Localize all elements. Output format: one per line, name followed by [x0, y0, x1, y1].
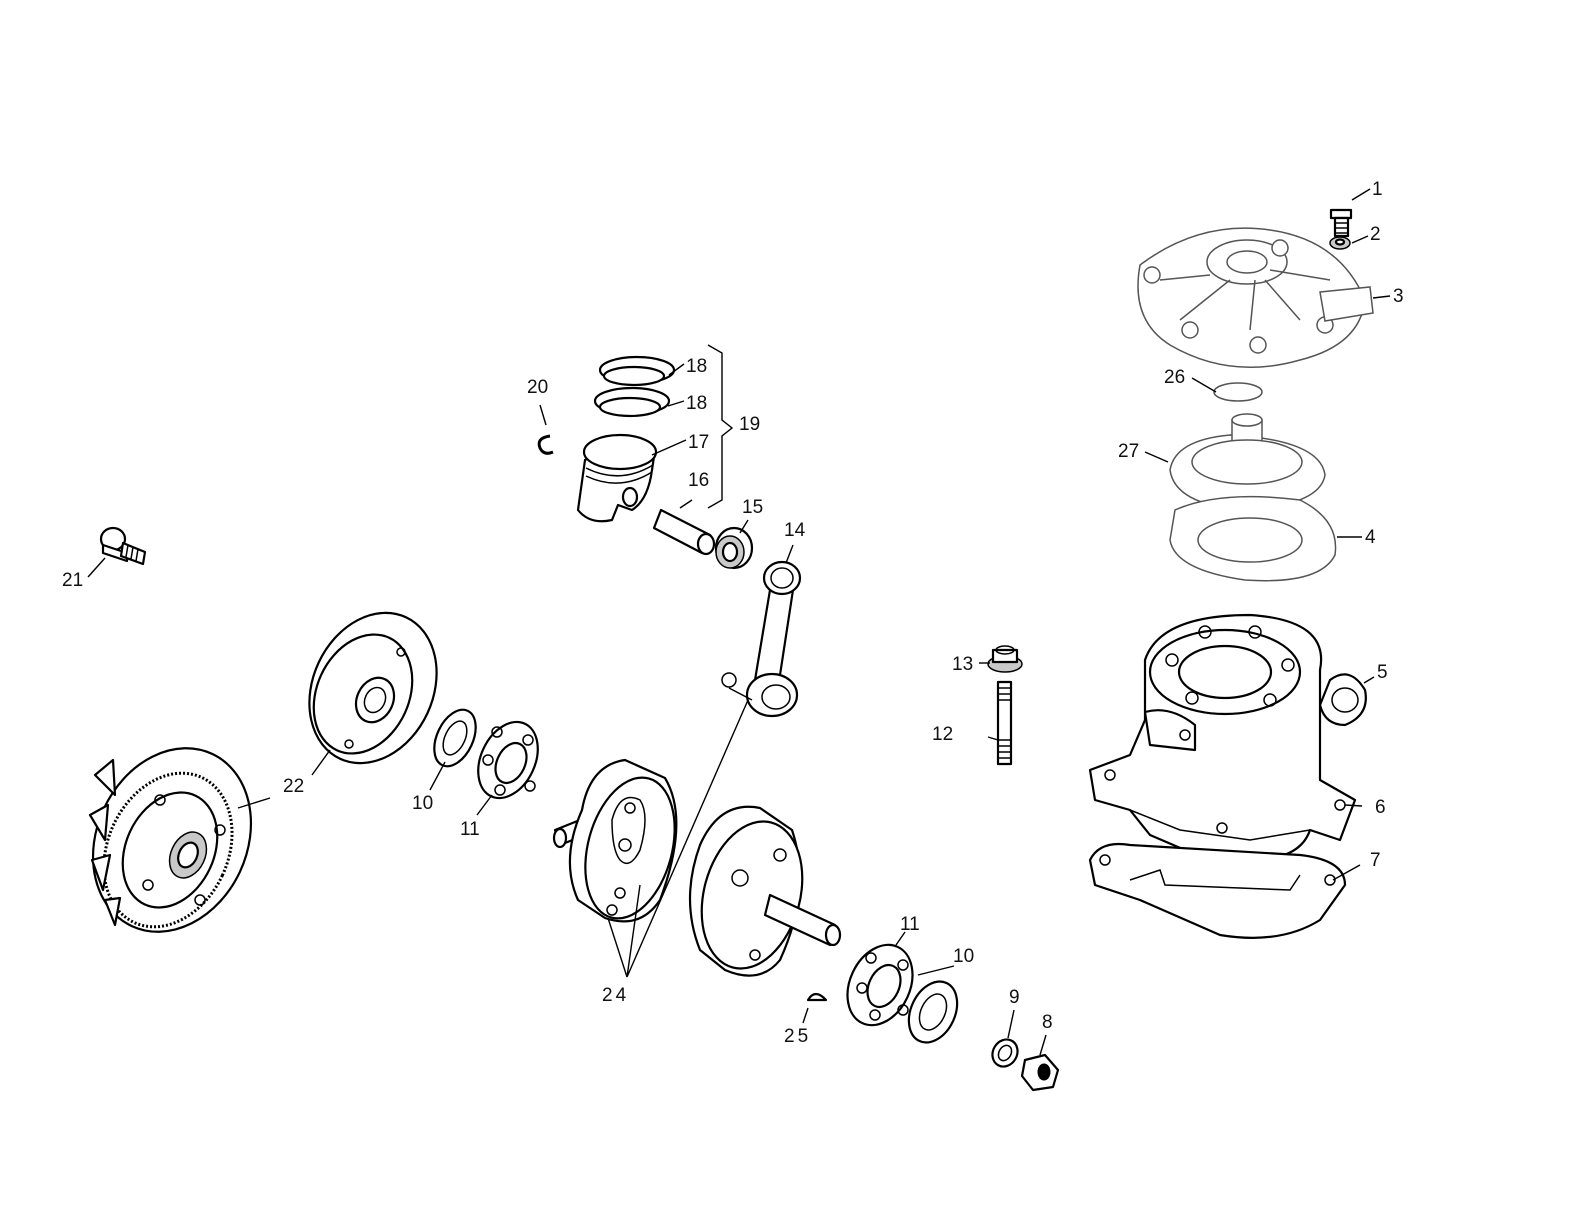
label-21: 21	[62, 570, 83, 591]
part-16-piston-pin	[652, 508, 716, 556]
label-18-top: 18	[686, 356, 707, 377]
part-7-base-gasket	[1088, 842, 1347, 939]
label-22: 22	[283, 776, 304, 797]
label-17: 17	[688, 432, 709, 453]
label-15: 15	[742, 497, 763, 518]
part-17-piston	[576, 433, 658, 523]
label-10-right: 10	[953, 946, 974, 967]
part-4-head-gasket	[1169, 495, 1337, 582]
part-18-piston-rings	[593, 355, 676, 418]
part-3-cylinder-head	[1137, 227, 1374, 368]
label-19: 19	[739, 414, 760, 435]
label-1: 1	[1372, 179, 1383, 200]
part-21-flange-bolt	[99, 526, 147, 566]
part-11-bearing-right	[846, 943, 914, 1027]
part-13-flange-nut	[987, 645, 1023, 673]
label-9: 9	[1009, 987, 1020, 1008]
part-12-stud	[996, 680, 1013, 766]
label-14: 14	[784, 520, 806, 541]
part-15-needle-bearing	[714, 526, 754, 570]
part-6-cylinder	[1088, 613, 1357, 862]
label-24: 24	[602, 985, 629, 1006]
part-9-washer	[991, 1038, 1019, 1068]
label-2: 2	[1370, 224, 1381, 245]
part-24-crankshaft	[552, 758, 842, 977]
part-19-bracket	[707, 344, 734, 509]
label-18-bottom: 18	[686, 393, 707, 414]
label-11-left: 11	[460, 819, 480, 840]
label-16: 16	[688, 470, 709, 491]
part-2-washer	[1329, 236, 1351, 250]
part-22-flywheel	[308, 611, 438, 765]
label-5: 5	[1377, 662, 1388, 683]
part-labels: 1 2 3 26 27 4 5 6 7 13 12 18 18 19 17 20…	[62, 179, 1404, 1047]
part-1-bolt	[1329, 208, 1353, 238]
part-27-insert	[1169, 413, 1326, 511]
label-11-right: 11	[900, 914, 920, 935]
part-10-oil-seal-left	[433, 708, 477, 768]
part-20-circlip	[537, 434, 554, 455]
part-5-exhaust-gasket	[1318, 673, 1367, 727]
label-8: 8	[1042, 1012, 1053, 1033]
part-8-nut	[1020, 1053, 1060, 1092]
part-10-oil-seal-right	[907, 980, 959, 1044]
label-26: 26	[1164, 367, 1185, 388]
label-12: 12	[932, 724, 953, 745]
label-27: 27	[1118, 441, 1139, 462]
clutch-basket	[88, 747, 253, 933]
label-20: 20	[527, 377, 548, 398]
part-26-o-ring	[1213, 382, 1263, 402]
label-4: 4	[1365, 527, 1376, 548]
label-6: 6	[1375, 797, 1386, 818]
part-11-bearing-left	[477, 720, 539, 800]
part-25-woodruff-key	[806, 992, 828, 1002]
leader-lines	[87, 188, 1391, 1056]
label-10-left: 10	[412, 793, 433, 814]
label-13: 13	[952, 654, 973, 675]
label-3: 3	[1393, 286, 1404, 307]
label-25: 25	[784, 1026, 811, 1047]
part-14-connecting-rod	[721, 560, 802, 718]
label-7: 7	[1370, 850, 1381, 871]
